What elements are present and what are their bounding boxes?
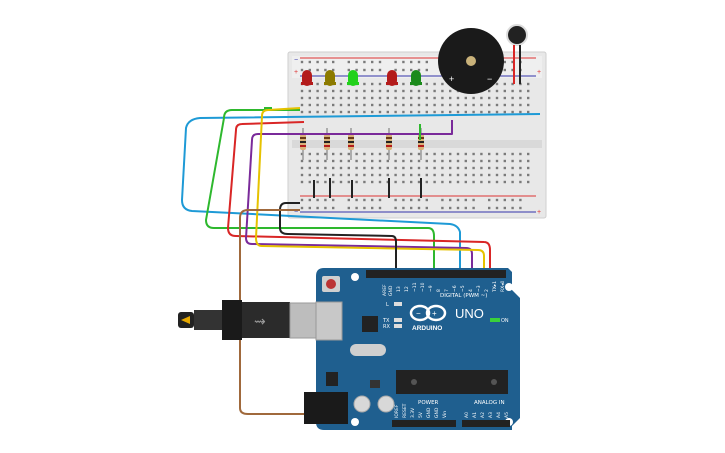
digital-pin-label: 2	[484, 289, 490, 292]
arduino-brand: ARDUINO	[412, 325, 442, 332]
analog-label: ANALOG IN	[474, 400, 505, 406]
rx-led-label: RX	[383, 324, 390, 330]
analog-pin-label: A1	[472, 412, 478, 418]
led-row	[301, 70, 422, 86]
power-pin-label: Vin	[442, 411, 448, 418]
digital-pin-label: ~6	[452, 285, 458, 292]
digital-pin-label: ~5	[460, 285, 466, 292]
power-pin-label: 3.3V	[410, 407, 416, 418]
digital-pin-label: 12	[404, 286, 410, 292]
analog-header[interactable]	[462, 420, 510, 427]
buzzer-minus-label: −	[487, 74, 492, 84]
digital-pin-label: TX▸1	[492, 281, 498, 293]
buzzer-plus-label: +	[449, 74, 454, 84]
wire-black	[279, 202, 397, 272]
capacitor-1	[353, 395, 371, 413]
usb-chip	[362, 316, 378, 332]
digital-pin-label: ~11	[412, 282, 418, 292]
digital-pin-label: ~3	[476, 285, 482, 292]
digital-pin-label: RX◂0	[500, 281, 506, 292]
l-led	[394, 302, 402, 306]
power-pin-label: RESET	[402, 403, 408, 418]
rail-minus-label: −	[294, 57, 298, 64]
on-label: ON	[501, 318, 509, 324]
power-pin-label: GND	[426, 407, 432, 418]
voltage-regulator	[326, 372, 338, 386]
digital-pin-label: 8	[436, 289, 442, 292]
aref-label: AREF	[382, 284, 388, 296]
led-3[interactable]	[347, 70, 359, 86]
rail-plus-label: +	[294, 69, 298, 76]
analog-pin-label: A5	[504, 412, 510, 418]
rail-plus-label-bottom: +	[537, 209, 541, 216]
rx-led	[394, 324, 402, 328]
breadboard-jumpers	[313, 178, 422, 198]
rail-minus-label-bottom: −	[294, 209, 298, 216]
wire-green-2	[264, 107, 421, 140]
power-jack[interactable]	[304, 392, 348, 424]
power-pin-label: IOREF	[394, 404, 400, 418]
l-led-label: L	[386, 302, 389, 308]
power-label: POWER	[418, 400, 439, 406]
led-2[interactable]	[324, 70, 336, 86]
power-header[interactable]	[392, 420, 456, 427]
digital-header[interactable]	[366, 270, 506, 278]
capacitor-2	[377, 395, 395, 413]
digital-pin-label: ~10	[420, 282, 426, 292]
resistor-2[interactable]	[324, 128, 330, 160]
wire-blue	[181, 113, 541, 272]
wire-green	[205, 109, 435, 272]
analog-pin-label: A2	[480, 412, 486, 418]
vibration-motor[interactable]	[506, 24, 528, 84]
led-4[interactable]	[386, 70, 398, 86]
power-pin-label: 5V	[418, 411, 424, 418]
gnd-label: GND	[388, 285, 394, 296]
piezo-buzzer[interactable]: + −	[438, 28, 504, 94]
on-led	[490, 318, 500, 322]
usb-cable: ⇝	[178, 300, 339, 340]
led-1[interactable]	[301, 70, 313, 86]
analog-pin-label: A4	[496, 412, 502, 418]
digital-pin-label: ~9	[428, 285, 434, 292]
svg-text:−: −	[416, 309, 421, 318]
digital-label: DIGITAL (PWM ~)	[440, 293, 487, 299]
analog-pin-label: A3	[488, 412, 494, 418]
digital-pin-label: 7	[444, 289, 450, 292]
digital-pin-label: 4	[468, 289, 474, 292]
crystal	[350, 344, 386, 356]
rail-plus-label-right: +	[537, 69, 541, 76]
uno-model: UNO	[455, 306, 484, 321]
power-pin-label: GND	[434, 407, 440, 418]
tx-led-label: TX	[382, 318, 390, 324]
tx-led	[394, 318, 402, 322]
wire-red	[227, 121, 491, 272]
analog-pin-label: A0	[464, 412, 470, 418]
svg-text:+: +	[432, 309, 437, 318]
arduino-logo: − +	[409, 304, 447, 322]
led-5[interactable]	[410, 70, 422, 86]
usb-icon: ⇝	[254, 313, 266, 329]
wires	[181, 107, 541, 421]
digital-pin-label: 13	[396, 286, 402, 292]
reset-button-cap[interactable]	[326, 279, 336, 289]
wire-yellow	[255, 107, 485, 272]
usb-port[interactable]	[315, 301, 343, 341]
